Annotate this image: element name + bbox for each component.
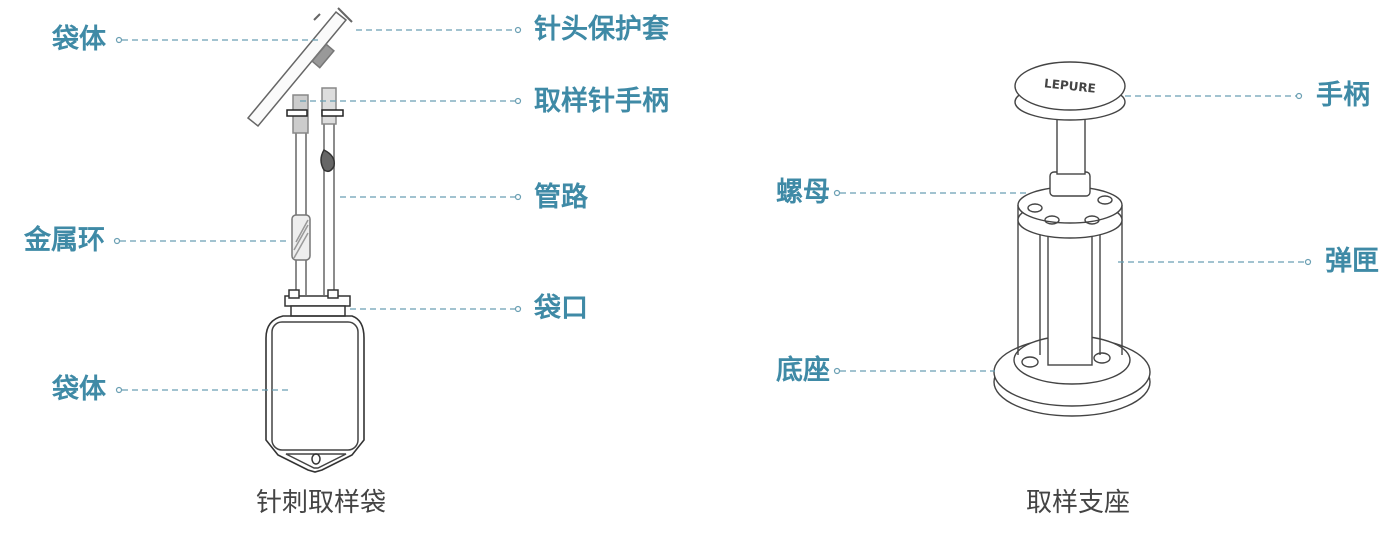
label-bag-body: 袋体 [52,374,106,405]
sampling-bag-drawing [246,7,365,473]
leader-dots-left [113,26,522,394]
leader-lines-left [120,29,515,391]
label-handle: 手柄 [1316,80,1370,111]
leader-lines-right [840,95,1305,372]
caption-sampling-bag: 针刺取样袋 [256,488,387,518]
label-bag-port: 袋口 [534,293,588,324]
label-needle-cap: 针头保护套 [534,14,669,45]
label-bag-body-top: 袋体 [52,24,106,55]
label-needle-handle: 取样针手柄 [534,86,669,117]
leader-dots-right [833,92,1312,375]
label-tubing: 管路 [534,182,588,213]
label-magazine: 弹匣 [1325,246,1379,277]
label-metal-ring: 金属环 [24,225,105,256]
label-base: 底座 [776,355,830,386]
sampling-stand-drawing [993,61,1151,417]
label-nut: 螺母 [776,177,830,208]
brand-mark: LEPURE [1043,76,1096,95]
caption-sampling-stand: 取样支座 [1026,488,1131,518]
